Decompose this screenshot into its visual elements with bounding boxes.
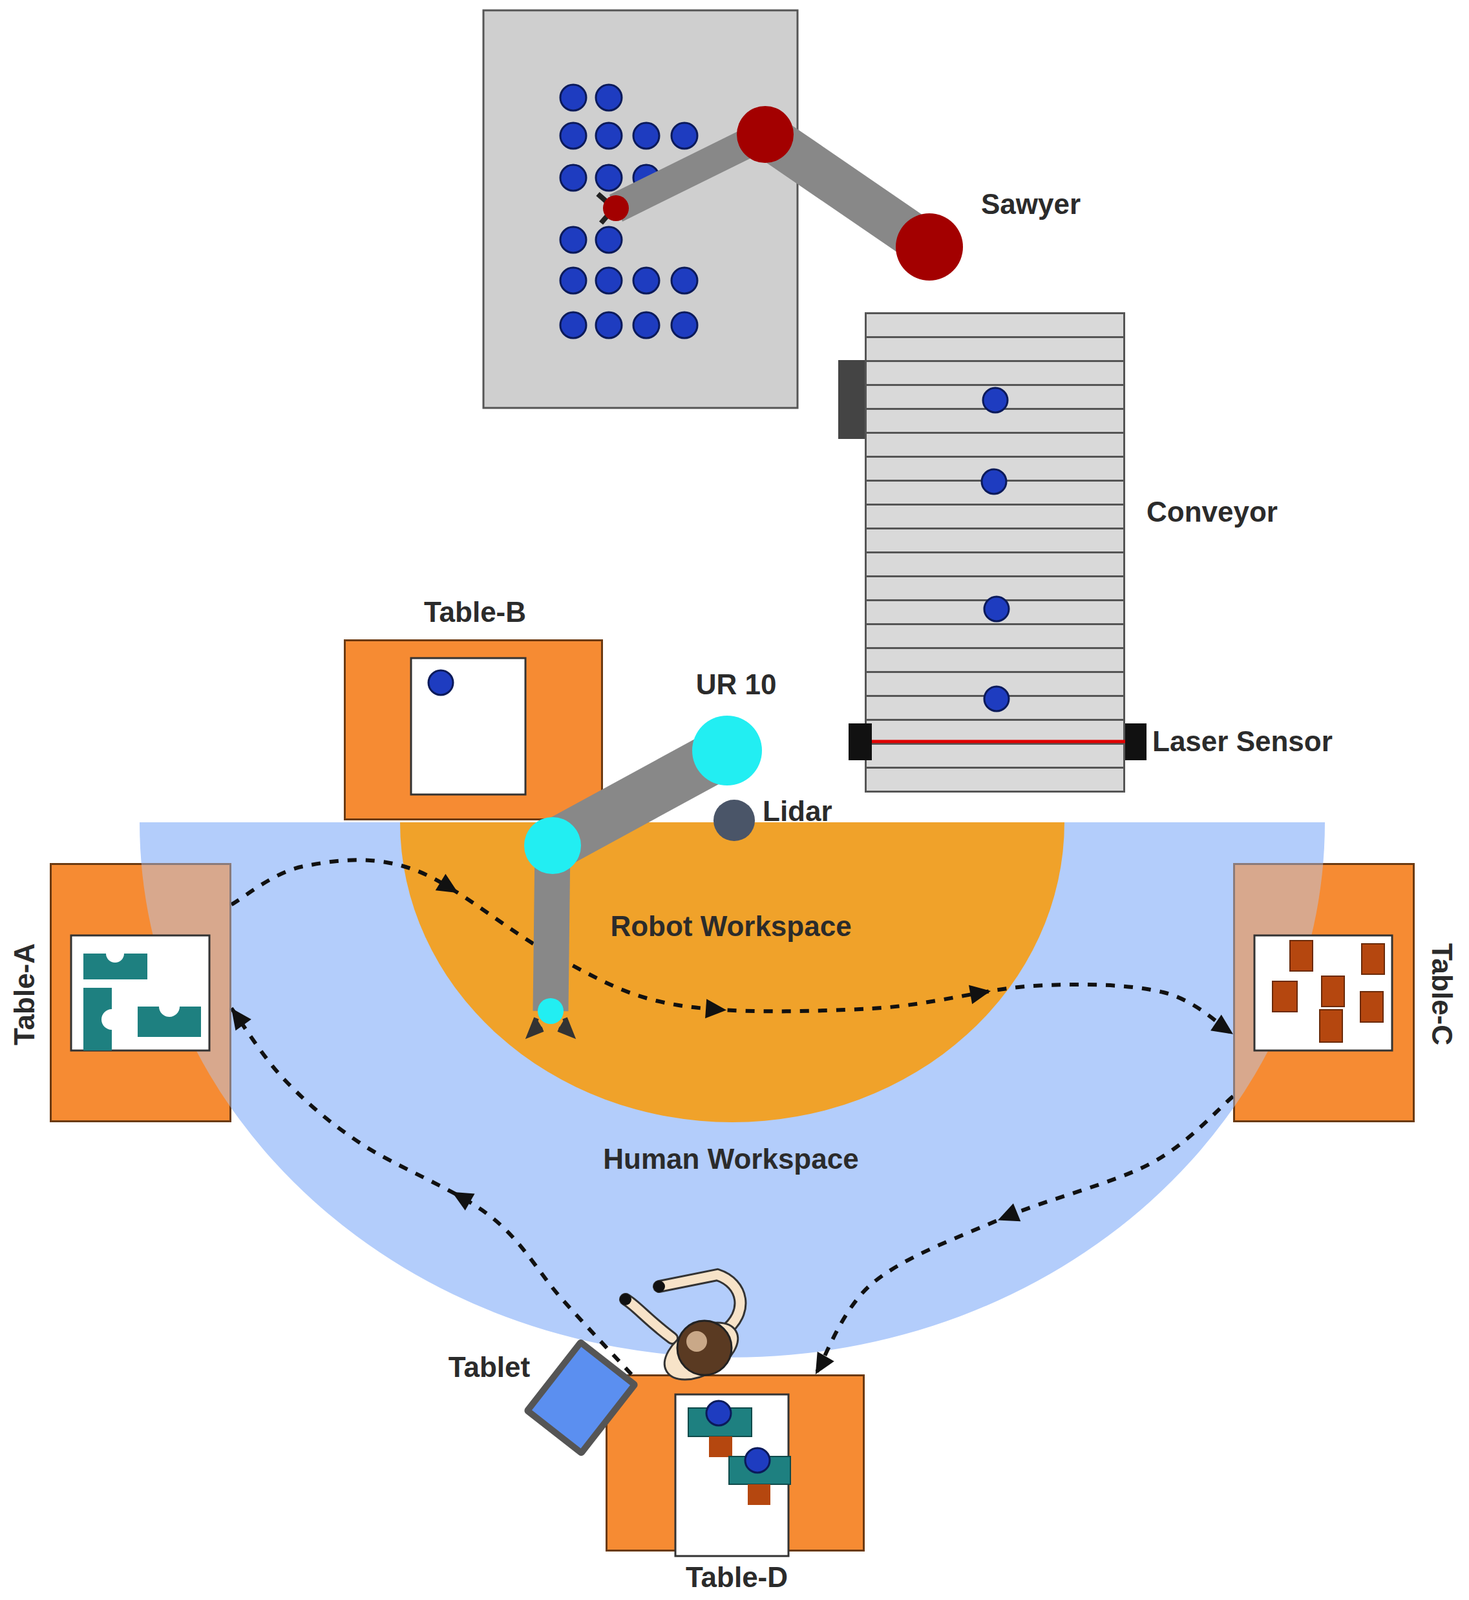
human-operator bbox=[619, 1274, 748, 1391]
conveyor-parts bbox=[838, 359, 1009, 711]
node-label: Human Workspace bbox=[602, 1143, 859, 1175]
sensor-name: Laser Sensor bbox=[1152, 725, 1333, 757]
workspace-outline bbox=[400, 822, 1065, 1122]
table-box: Table-B bbox=[343, 639, 603, 821]
arrowhead bbox=[993, 1202, 1021, 1229]
human-workspace: Human Workspace Robot Workspace bbox=[139, 822, 1325, 1358]
arrowhead bbox=[435, 873, 464, 901]
table-box: Table-A bbox=[49, 862, 232, 1122]
table-d-parts bbox=[675, 1394, 791, 1556]
device-name: Tablet bbox=[448, 1351, 530, 1383]
ur10-arm bbox=[524, 715, 762, 1035]
flow-path bbox=[231, 859, 1234, 1034]
arrowhead bbox=[705, 998, 728, 1020]
workspace-fill bbox=[400, 822, 1065, 1122]
flow-arrow bbox=[807, 1096, 1234, 1380]
table-box: Table-D bbox=[605, 1373, 865, 1552]
node-label: Table-B bbox=[423, 596, 527, 628]
laser-sensor bbox=[848, 723, 1147, 761]
lidar-sensor bbox=[713, 799, 755, 841]
table-box: Table-C bbox=[1233, 862, 1415, 1122]
sensor-name: Lidar bbox=[762, 795, 833, 827]
table-b-parts bbox=[411, 657, 526, 795]
node-label: Conveyor bbox=[1146, 496, 1278, 528]
node-label: Table-D bbox=[685, 1561, 788, 1593]
table-a-parts bbox=[71, 935, 210, 1051]
arrowhead bbox=[447, 1183, 476, 1211]
sawyer-panel bbox=[483, 10, 798, 408]
table-c-parts bbox=[1254, 935, 1393, 1051]
flow-path bbox=[231, 1008, 632, 1374]
sawyer-arm bbox=[597, 105, 963, 281]
robot-workspace: Robot Workspace bbox=[400, 822, 1065, 1122]
conveyor-belt: Conveyor bbox=[864, 312, 1126, 793]
workspace-fill bbox=[139, 822, 1325, 1358]
node-label: Table-A bbox=[9, 942, 41, 1046]
flow-arrow bbox=[231, 859, 1239, 1042]
node-label: Table-C bbox=[1426, 942, 1458, 1046]
arrowhead bbox=[807, 1351, 835, 1380]
arrowhead bbox=[968, 981, 993, 1004]
arrowhead bbox=[223, 1002, 252, 1031]
node-label: Robot Workspace bbox=[610, 910, 852, 942]
robot-name: Sawyer bbox=[981, 188, 1081, 220]
workspace-tint bbox=[139, 822, 1325, 1358]
arrowhead bbox=[1210, 1014, 1239, 1042]
flow-path bbox=[815, 1096, 1234, 1374]
robot-name: UR 10 bbox=[696, 668, 777, 700]
tablet-icon bbox=[522, 1337, 640, 1458]
flow-arrow bbox=[223, 1002, 632, 1374]
